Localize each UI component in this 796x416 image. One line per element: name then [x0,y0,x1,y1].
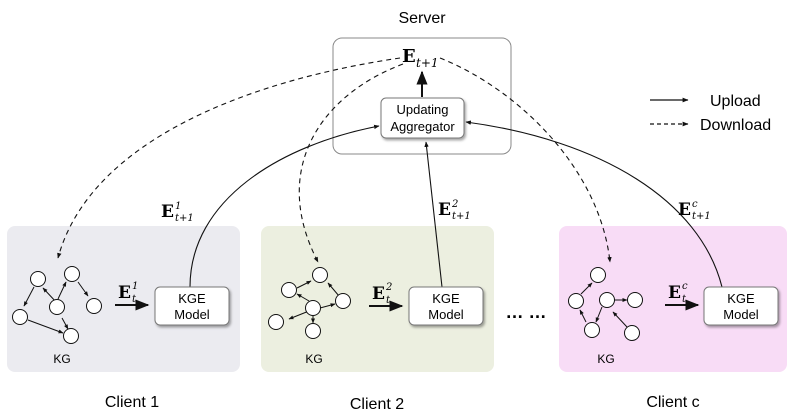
client-c-model-label-2: Model [723,307,759,322]
client-c-model-label-1: KGE [727,291,755,306]
upload-embedding-2-sup: 2 [451,199,458,210]
kg-node [584,322,600,338]
kg-node [305,323,321,339]
client-c-kg-label: KG [597,352,614,366]
upload-arrow-client-2 [424,141,443,288]
kg-node [624,325,640,341]
kg-node [12,309,28,325]
upload-arrow-client-c [465,120,723,288]
upload-embedding-c-base: E [678,200,691,220]
upload-embedding-c-sup: c [692,199,698,210]
server-embedding-sub: t+1 [416,56,439,70]
client-2-model-label-1: KGE [432,291,460,306]
kg-node [63,328,79,344]
kg-node [268,314,284,330]
upload-arrow-client-1 [189,124,380,288]
legend-upload-label: Upload [710,93,761,110]
client-1-kge-model-box [154,286,230,326]
client-1-name: Client 1 [105,394,159,411]
server-embedding-base: E [402,46,416,67]
server-title: Server [398,10,446,27]
server-embedding: E t+1 [402,46,439,70]
client-1-kg-graph [12,266,102,344]
kg-node [281,282,297,298]
kg-node [305,300,321,316]
kg-node [64,266,80,282]
upload-embedding-2-base: E [438,200,451,220]
download-arrow-client-2 [298,63,404,263]
client-1-kg-label: KG [53,352,70,366]
client-1-model-label-2: Model [174,307,210,322]
client-c-local-embedding-sup: c [682,281,688,292]
client-1-local-embedding-sub: t [132,294,137,305]
kg-node [312,267,328,283]
client-2-kg-label: KG [305,352,322,366]
aggregator-label-2: Aggregator [390,119,455,134]
legend-download-label: Download [700,117,771,134]
clients-ellipsis: … … [505,302,546,322]
client-2-local-embedding-base: E [372,284,385,304]
client-c-kge-model-box [703,286,779,326]
client-c-name: Client c [646,394,699,411]
kg-node [568,293,584,309]
client-1-model-label-1: KGE [178,291,206,306]
upload-embedding-2-sub: t+1 [452,211,471,222]
kg-node [599,292,615,308]
kg-node [49,299,65,315]
client-2-kge-model-box [408,286,484,326]
client-2-name: Client 2 [350,396,404,413]
aggregator-label-1: Updating [396,102,448,117]
client-2-local-embedding-sup: 2 [385,282,392,293]
client-c-local-embedding-base: E [668,283,681,303]
download-arrow-client-c [439,57,612,263]
client-2-local-embedding-sub: t [386,295,391,306]
upload-embedding-c-sub: t+1 [692,211,711,222]
kg-node [627,292,643,308]
upload-embedding-label-1: E 1 t+1 [161,201,194,224]
upload-embedding-1-sup: 1 [175,201,181,212]
client-2-model-label-2: Model [428,307,464,322]
kg-node [30,271,46,287]
aggregator-box [380,97,465,139]
upload-embedding-label-c: E c t+1 [678,199,711,222]
upload-embedding-label-2: E 2 t+1 [438,199,471,222]
kg-node [86,298,102,314]
legend: Upload Download [650,93,771,134]
kg-node [590,267,606,283]
upload-embedding-1-base: E [161,202,174,222]
kg-node [335,293,351,309]
upload-embedding-1-sub: t+1 [175,213,194,224]
client-c-local-embedding-sub: t [682,294,687,305]
client-c-kg-graph [568,267,643,341]
client-2-kg-graph [268,267,351,339]
client-1-local-embedding-sup: 1 [132,281,138,292]
client-c-panel [559,226,787,372]
client-1-local-embedding-base: E [118,283,131,303]
download-arrow-client-1 [57,57,401,259]
